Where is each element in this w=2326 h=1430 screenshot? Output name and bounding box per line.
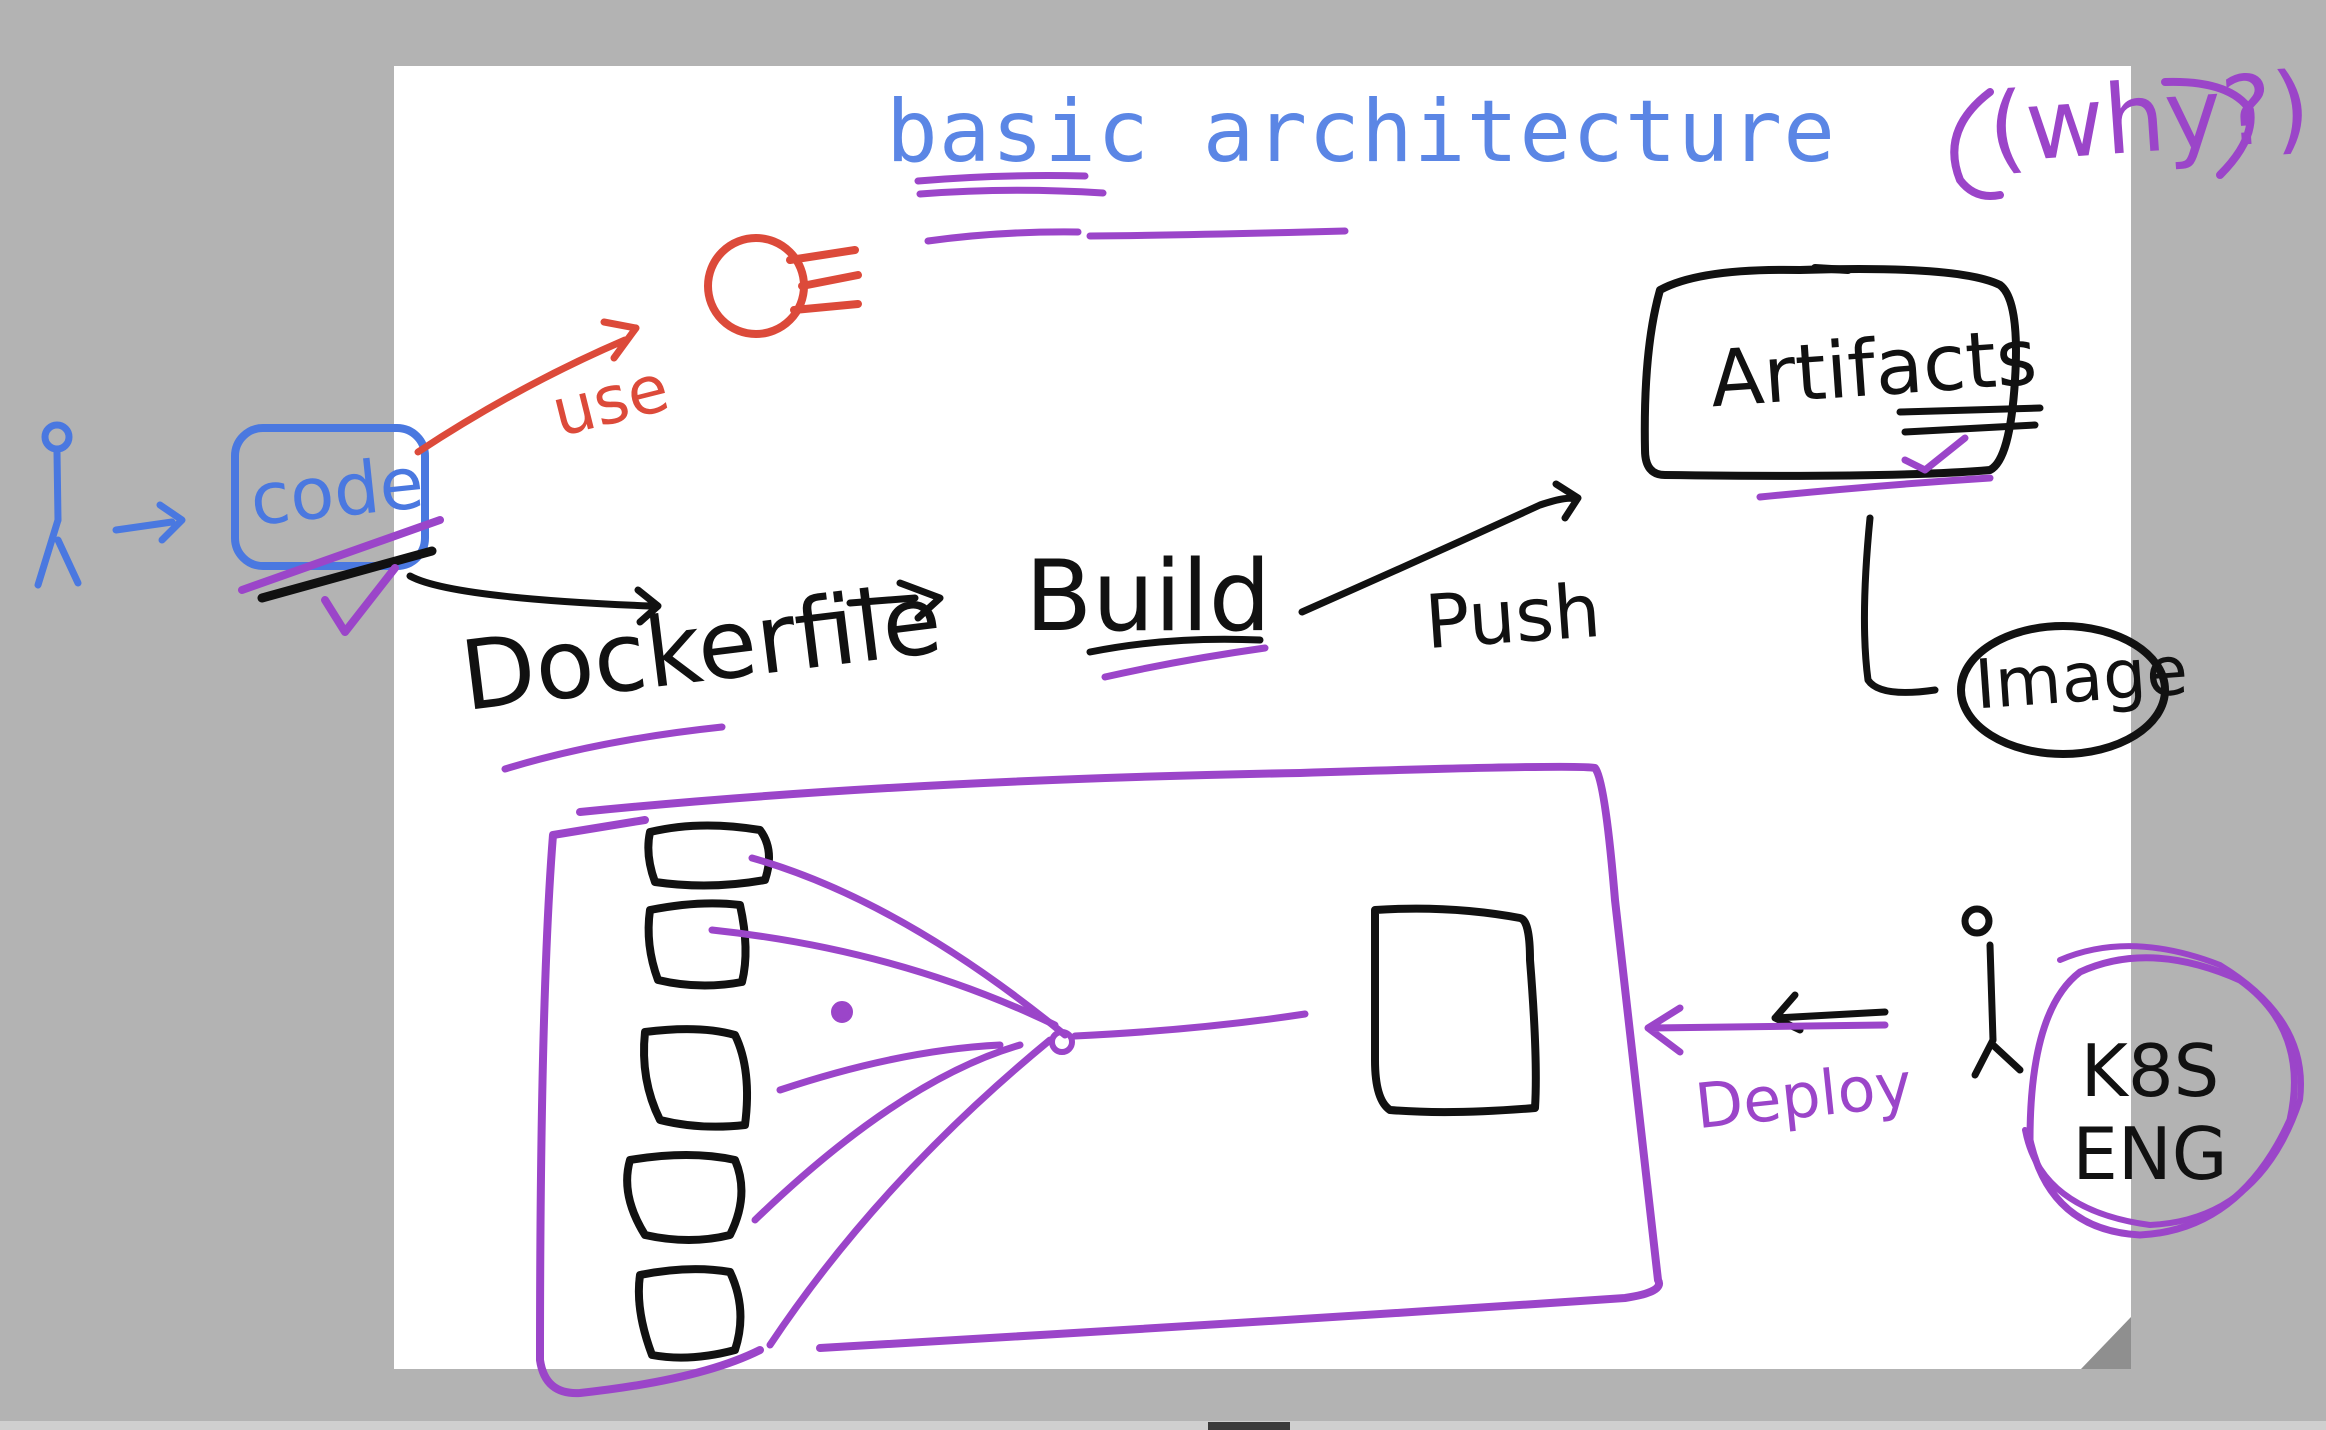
cluster-box	[576, 762, 1663, 1352]
why-note-brackets	[1950, 77, 2255, 200]
artifacts-image-connector	[1860, 514, 1939, 696]
sun-icon	[704, 234, 862, 338]
use-arrow	[414, 318, 640, 456]
why-note: (why?)	[1984, 50, 2314, 186]
build-arrow	[846, 579, 944, 622]
code-label: code	[246, 440, 428, 542]
image-label: Image	[1972, 631, 2191, 726]
code-box	[231, 424, 429, 570]
node-box	[1371, 904, 1540, 1117]
cluster-box-left	[536, 816, 764, 1398]
bottom-scrollbar-thumb[interactable]	[1208, 1422, 1290, 1430]
title-underline-marks	[914, 172, 1349, 245]
artifacts-purple-check	[1901, 434, 1969, 474]
artifacts-label: Artifacts	[1707, 312, 2040, 426]
push-label: Push	[1422, 567, 1604, 667]
page-corner-fold[interactable]	[2081, 1317, 2131, 1369]
developer-stick-figure	[34, 421, 82, 589]
code-underline-black	[257, 546, 437, 603]
build-underline-purple	[1101, 644, 1269, 681]
service-to-node-line	[1071, 1010, 1309, 1040]
k8s-eng-circle-2	[2022, 943, 2304, 1228]
code-underline-purple	[238, 516, 444, 594]
developer-arrow	[112, 501, 186, 544]
service-node	[1049, 1029, 1075, 1055]
push-arrow	[1298, 480, 1582, 616]
build-underline-black	[1086, 635, 1264, 656]
build-label: Build	[1025, 540, 1272, 654]
dockerfile-arrow	[406, 572, 662, 626]
slide-title: basic architecture	[886, 82, 1836, 182]
pod-dot	[831, 1001, 853, 1023]
dockerfile-underline	[501, 723, 726, 773]
artifacts-underline-purple	[1756, 474, 1994, 501]
service-connection-lines	[708, 854, 1069, 1349]
pod-boxes	[623, 821, 773, 1362]
k8s-engineer-stick-figure	[1961, 905, 2024, 1079]
artifacts-box-tick	[1811, 264, 1852, 274]
bottom-scrollbar-track[interactable]	[0, 1421, 2326, 1430]
deploy-arrow-purple	[1644, 1004, 1889, 1056]
k8s-eng-label: K8S ENG	[2072, 1029, 2228, 1196]
artifacts-underline-black	[1896, 404, 2044, 436]
code-check-mark	[321, 564, 399, 636]
image-circle	[1957, 622, 2169, 758]
